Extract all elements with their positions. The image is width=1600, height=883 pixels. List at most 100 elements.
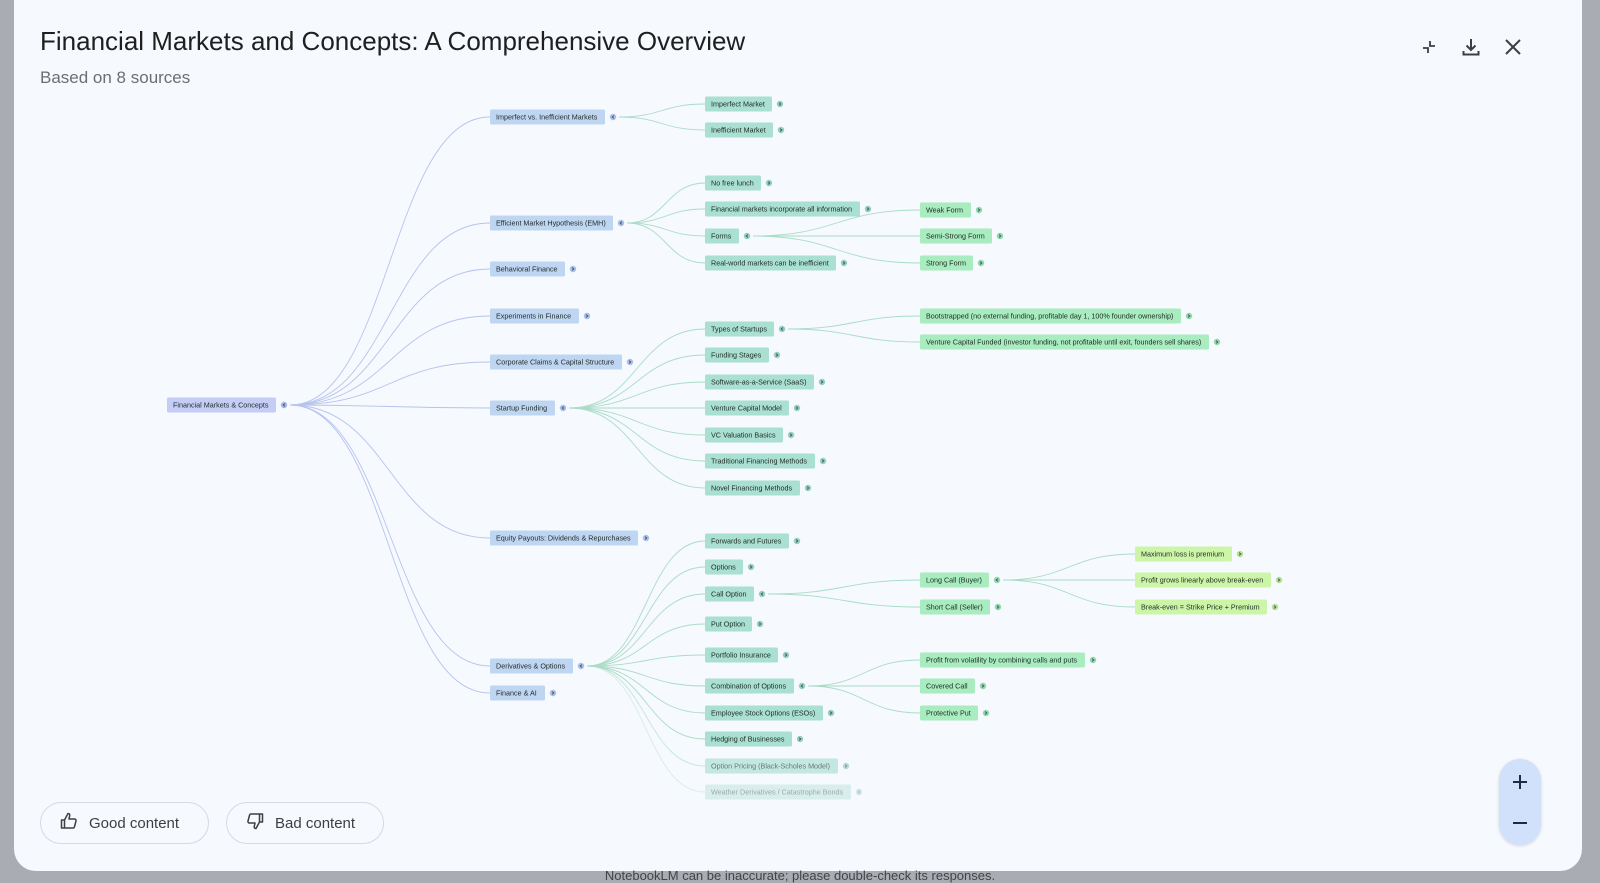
node-venture-capital-model[interactable]: Venture Capital Model <box>705 400 801 416</box>
collapse-chevron-icon[interactable] <box>577 662 585 670</box>
node-startup-funding[interactable]: Startup Funding <box>490 400 567 416</box>
expand-chevron-icon[interactable] <box>842 762 850 770</box>
node-combination-of-options[interactable]: Combination of Options <box>705 678 806 694</box>
node-put-option[interactable]: Put Option <box>705 616 764 632</box>
node-forwards-and-futures[interactable]: Forwards and Futures <box>705 533 801 549</box>
collapse-icon[interactable] <box>1414 32 1444 62</box>
expand-chevron-icon[interactable] <box>982 709 990 717</box>
expand-chevron-icon[interactable] <box>793 404 801 412</box>
node-call-option[interactable]: Call Option <box>705 586 766 602</box>
node-protective-put[interactable]: Protective Put <box>920 705 990 721</box>
node-forms[interactable]: Forms <box>705 228 751 244</box>
collapse-chevron-icon[interactable] <box>993 576 1001 584</box>
node-option-pricing-black-scholes-model[interactable]: Option Pricing (Black-Scholes Model) <box>705 758 850 774</box>
mind-map-canvas[interactable]: Financial Markets & Concepts Imperfect vs… <box>14 0 1582 871</box>
expand-chevron-icon[interactable] <box>1275 576 1283 584</box>
expand-chevron-icon[interactable] <box>855 788 863 796</box>
node-vc-valuation-basics[interactable]: VC Valuation Basics <box>705 427 795 443</box>
node-no-free-lunch[interactable]: No free lunch <box>705 175 773 191</box>
node-efficient-market-hypothesis-emh[interactable]: Efficient Market Hypothesis (EMH) <box>490 215 625 231</box>
expand-chevron-icon[interactable] <box>1213 338 1221 346</box>
node-real-world-markets-can-be-inefficient[interactable]: Real-world markets can be inefficient <box>705 255 848 271</box>
collapse-chevron-icon[interactable] <box>280 401 288 409</box>
expand-chevron-icon[interactable] <box>1271 603 1279 611</box>
node-hedging-of-businesses[interactable]: Hedging of Businesses <box>705 731 804 747</box>
node-inefficient-market[interactable]: Inefficient Market <box>705 122 785 138</box>
expand-chevron-icon[interactable] <box>642 534 650 542</box>
node-weather-derivatives-catastrophe-bonds[interactable]: Weather Derivatives / Catastrophe Bonds <box>705 784 863 800</box>
collapse-chevron-icon[interactable] <box>617 219 625 227</box>
node-long-call-buyer[interactable]: Long Call (Buyer) <box>920 572 1001 588</box>
expand-chevron-icon[interactable] <box>773 351 781 359</box>
expand-chevron-icon[interactable] <box>975 206 983 214</box>
expand-chevron-icon[interactable] <box>782 651 790 659</box>
node-covered-call[interactable]: Covered Call <box>920 678 987 694</box>
node-types-of-startups[interactable]: Types of Startups <box>705 321 786 337</box>
node-profit-from-volatility-by-combining-calls-and-puts[interactable]: Profit from volatility by combining call… <box>920 652 1097 668</box>
collapse-chevron-icon[interactable] <box>609 113 617 121</box>
expand-chevron-icon[interactable] <box>777 126 785 134</box>
expand-chevron-icon[interactable] <box>787 431 795 439</box>
expand-chevron-icon[interactable] <box>1236 550 1244 558</box>
node-short-call-seller[interactable]: Short Call (Seller) <box>920 599 1002 615</box>
zoom-out-button[interactable] <box>1499 803 1541 843</box>
good-content-button[interactable]: Good content <box>40 802 209 844</box>
node-weak-form[interactable]: Weak Form <box>920 202 983 218</box>
node-derivatives-options[interactable]: Derivatives & Options <box>490 658 585 674</box>
node-semi-strong-form[interactable]: Semi-Strong Form <box>920 228 1004 244</box>
expand-chevron-icon[interactable] <box>776 100 784 108</box>
collapse-chevron-icon[interactable] <box>778 325 786 333</box>
download-icon[interactable] <box>1456 32 1486 62</box>
expand-chevron-icon[interactable] <box>765 179 773 187</box>
collapse-chevron-icon[interactable] <box>798 682 806 690</box>
node-employee-stock-options-esos[interactable]: Employee Stock Options (ESOs) <box>705 705 835 721</box>
node-experiments-in-finance[interactable]: Experiments in Finance <box>490 308 591 324</box>
expand-chevron-icon[interactable] <box>804 484 812 492</box>
bad-content-button[interactable]: Bad content <box>226 802 384 844</box>
node-maximum-loss-is-premium[interactable]: Maximum loss is premium <box>1135 546 1244 562</box>
close-icon[interactable] <box>1498 32 1528 62</box>
root-node[interactable]: Financial Markets & Concepts <box>167 397 288 413</box>
node-behavioral-finance[interactable]: Behavioral Finance <box>490 261 577 277</box>
node-equity-payouts-dividends-repurchases[interactable]: Equity Payouts: Dividends & Repurchases <box>490 530 650 546</box>
expand-chevron-icon[interactable] <box>569 265 577 273</box>
node-software-as-a-service-saas[interactable]: Software-as-a-Service (SaaS) <box>705 374 826 390</box>
expand-chevron-icon[interactable] <box>819 457 827 465</box>
collapse-chevron-icon[interactable] <box>743 232 751 240</box>
expand-chevron-icon[interactable] <box>979 682 987 690</box>
expand-chevron-icon[interactable] <box>1089 656 1097 664</box>
node-finance-ai[interactable]: Finance & AI <box>490 685 557 701</box>
expand-chevron-icon[interactable] <box>796 735 804 743</box>
expand-chevron-icon[interactable] <box>549 689 557 697</box>
node-imperfect-vs-inefficient-markets[interactable]: Imperfect vs. Inefficient Markets <box>490 109 617 125</box>
node-financial-markets-incorporate-all-information[interactable]: Financial markets incorporate all inform… <box>705 201 872 217</box>
node-imperfect-market[interactable]: Imperfect Market <box>705 96 784 112</box>
collapse-chevron-icon[interactable] <box>559 404 567 412</box>
node-novel-financing-methods[interactable]: Novel Financing Methods <box>705 480 812 496</box>
expand-chevron-icon[interactable] <box>996 232 1004 240</box>
expand-chevron-icon[interactable] <box>840 259 848 267</box>
expand-chevron-icon[interactable] <box>583 312 591 320</box>
node-options[interactable]: Options <box>705 559 755 575</box>
node-corporate-claims-capital-structure[interactable]: Corporate Claims & Capital Structure <box>490 354 634 370</box>
node-break-even-strike-price-premium[interactable]: Break-even = Strike Price + Premium <box>1135 599 1279 615</box>
collapse-chevron-icon[interactable] <box>758 590 766 598</box>
expand-chevron-icon[interactable] <box>626 358 634 366</box>
expand-chevron-icon[interactable] <box>793 537 801 545</box>
expand-chevron-icon[interactable] <box>994 603 1002 611</box>
node-profit-grows-linearly-above-break-even[interactable]: Profit grows linearly above break-even <box>1135 572 1283 588</box>
node-traditional-financing-methods[interactable]: Traditional Financing Methods <box>705 453 827 469</box>
expand-chevron-icon[interactable] <box>818 378 826 386</box>
expand-chevron-icon[interactable] <box>756 620 764 628</box>
node-funding-stages[interactable]: Funding Stages <box>705 347 781 363</box>
node-bootstrapped-no-external-funding-profitable-day-1-100-founder-ownership[interactable]: Bootstrapped (no external funding, profi… <box>920 308 1193 324</box>
expand-chevron-icon[interactable] <box>827 709 835 717</box>
zoom-in-button[interactable] <box>1499 762 1541 802</box>
node-portfolio-insurance[interactable]: Portfolio Insurance <box>705 647 790 663</box>
node-venture-capital-funded-investor-funding-not-profitable-until-exit-founders-sell-shares[interactable]: Venture Capital Funded (investor funding… <box>920 334 1221 350</box>
node-strong-form[interactable]: Strong Form <box>920 255 985 271</box>
expand-chevron-icon[interactable] <box>864 205 872 213</box>
expand-chevron-icon[interactable] <box>747 563 755 571</box>
expand-chevron-icon[interactable] <box>1185 312 1193 320</box>
expand-chevron-icon[interactable] <box>977 259 985 267</box>
